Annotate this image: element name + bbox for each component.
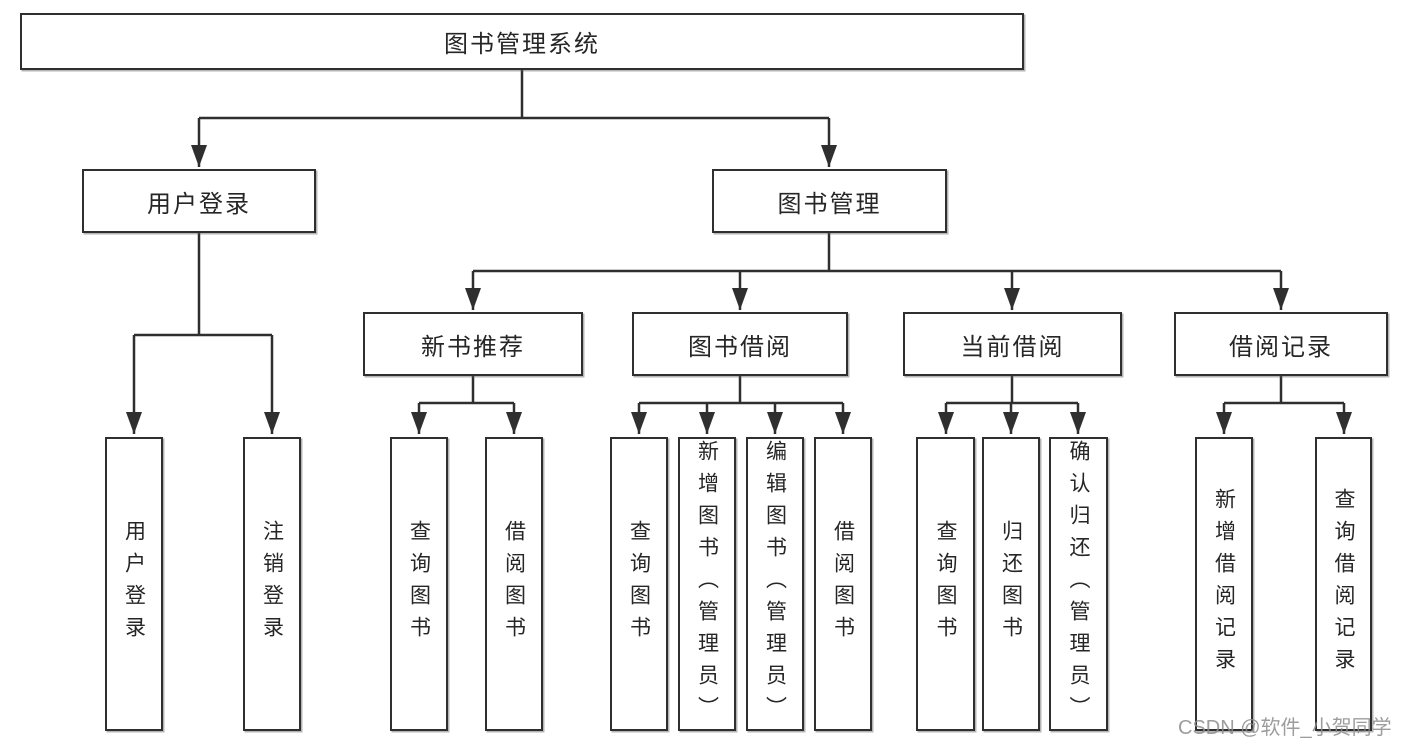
- node-book-mgmt: 图书管理: [712, 169, 947, 233]
- leaf-query-book-current-label: 查询图书: [934, 520, 958, 648]
- leaf-confirm-return-admin: 确认归还（管理员）: [1049, 437, 1108, 731]
- leaf-add-borrow-record: 新增借阅记录: [1195, 437, 1253, 731]
- leaf-query-book-borrow: 查询图书: [610, 437, 668, 731]
- leaf-query-book-rec: 查询图书: [390, 437, 448, 731]
- node-current-borrow-label: 当前借阅: [960, 333, 1065, 361]
- node-new-book-rec-label: 新书推荐: [421, 333, 525, 361]
- leaf-query-book-current: 查询图书: [916, 437, 975, 731]
- leaf-query-book-rec-label: 查询图书: [407, 520, 431, 648]
- leaf-user-login-label: 用户登录: [122, 520, 146, 648]
- node-root-label: 图书管理系统: [444, 31, 600, 58]
- leaf-confirm-return-admin-label: 确认归还（管理员）: [1067, 440, 1091, 728]
- leaf-borrow-book-label: 借阅图书: [831, 520, 855, 648]
- leaf-return-book-label: 归还图书: [999, 520, 1023, 648]
- leaf-borrow-book-rec: 借阅图书: [485, 437, 543, 731]
- leaf-query-book-borrow-label: 查询图书: [627, 520, 651, 648]
- node-user-login-label: 用户登录: [147, 190, 251, 218]
- csdn-watermark: CSDN @软件_小贺同学: [1178, 717, 1392, 739]
- leaf-add-book-admin-label: 新增图书（管理员）: [695, 440, 719, 728]
- leaf-add-book-admin: 新增图书（管理员）: [678, 437, 736, 731]
- leaf-edit-book-admin: 编辑图书（管理员）: [746, 437, 804, 731]
- leaf-query-borrow-record-label: 查询借阅记录: [1332, 488, 1356, 680]
- node-book-borrow-label: 图书借阅: [688, 333, 792, 361]
- leaf-return-book: 归还图书: [982, 437, 1040, 731]
- node-new-book-rec: 新书推荐: [363, 312, 583, 376]
- leaf-user-login: 用户登录: [105, 437, 163, 731]
- leaf-logout: 注销登录: [243, 437, 301, 731]
- node-root: 图书管理系统: [20, 13, 1024, 70]
- node-user-login: 用户登录: [82, 169, 316, 233]
- leaf-query-borrow-record: 查询借阅记录: [1315, 437, 1372, 731]
- leaf-borrow-book: 借阅图书: [814, 437, 872, 731]
- leaf-add-borrow-record-label: 新增借阅记录: [1212, 488, 1236, 680]
- node-borrow-records: 借阅记录: [1174, 312, 1388, 376]
- node-book-mgmt-label: 图书管理: [777, 190, 882, 218]
- leaf-borrow-book-rec-label: 借阅图书: [502, 520, 526, 648]
- leaf-edit-book-admin-label: 编辑图书（管理员）: [763, 440, 787, 728]
- node-book-borrow: 图书借阅: [632, 312, 848, 376]
- node-current-borrow: 当前借阅: [903, 312, 1122, 376]
- node-borrow-records-label: 借阅记录: [1229, 333, 1333, 361]
- leaf-logout-label: 注销登录: [260, 520, 284, 648]
